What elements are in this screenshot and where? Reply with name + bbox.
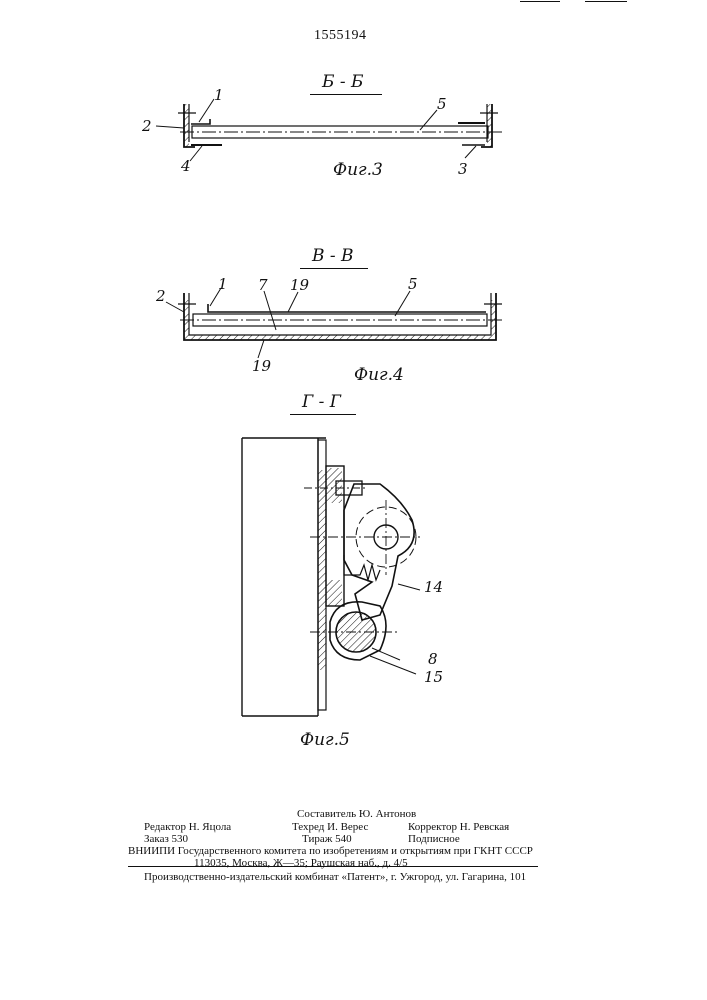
fig4-label-7: 7	[258, 276, 268, 294]
footer-corrector: Корректор Н. Ревская	[408, 821, 509, 833]
footer-org-line2: 113035, Москва, Ж—35; Раушская наб., д. …	[194, 857, 408, 869]
fig4-label-1: 1	[218, 275, 228, 293]
footer-circulation: Тираж 540	[302, 833, 352, 845]
footer-techred: Техред И. Верес	[292, 821, 368, 833]
fig3-label-2: 2	[142, 117, 152, 135]
footer-order: Заказ 530	[144, 833, 188, 845]
fig3-caption: Фиг.3	[333, 160, 383, 180]
fig5-caption: Фиг.5	[300, 730, 350, 750]
fig4-section-title: В - В	[312, 246, 354, 266]
footer-editor: Редактор Н. Яцола	[144, 821, 231, 833]
fig4-label-2: 2	[156, 287, 166, 305]
fig5-section-underline	[290, 414, 356, 415]
fig4-label-19-bottom: 19	[252, 357, 271, 375]
fig3-label-5: 5	[437, 95, 447, 113]
fig5-label-14: 14	[424, 578, 443, 596]
fig5-drawing	[242, 438, 420, 716]
fig3-label-1: 1	[214, 86, 224, 104]
fig5-label-8: 8	[428, 650, 438, 668]
fig4-drawing	[166, 288, 504, 358]
fig5-section-title: Г - Г	[302, 392, 341, 412]
fig4-label-5: 5	[408, 275, 418, 293]
fig4-label-19-top: 19	[290, 276, 309, 294]
fig3-section-title: Б - Б	[322, 72, 364, 92]
fig3-drawing	[156, 99, 504, 161]
fig4-section-underline	[300, 268, 368, 269]
footer-subscription: Подписное	[408, 833, 460, 845]
fig3-label-3: 3	[458, 160, 468, 178]
fig3-section-underline	[310, 94, 382, 95]
fig3-label-4: 4	[181, 157, 191, 175]
footer-printer: Производственно-издательский комбинат «П…	[144, 871, 526, 883]
fig4-caption: Фиг.4	[354, 365, 404, 385]
footer-compiler: Составитель Ю. Антонов	[297, 808, 416, 820]
fig5-label-15: 15	[424, 668, 443, 686]
footer-org-line1: ВНИИПИ Государственного комитета по изоб…	[128, 845, 533, 857]
footer-rule	[128, 866, 538, 867]
